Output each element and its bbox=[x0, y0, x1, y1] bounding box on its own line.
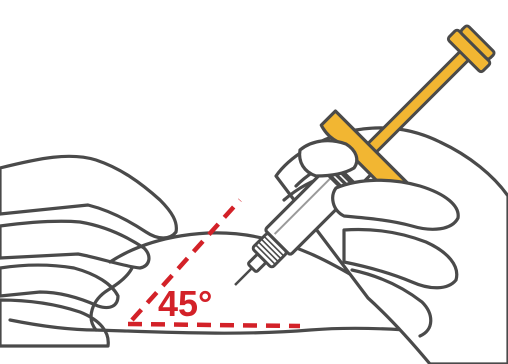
angle-label: 45° bbox=[158, 283, 212, 324]
pinching-hand-icon bbox=[0, 156, 176, 346]
angle-baseline bbox=[128, 324, 300, 326]
needle bbox=[235, 268, 252, 285]
